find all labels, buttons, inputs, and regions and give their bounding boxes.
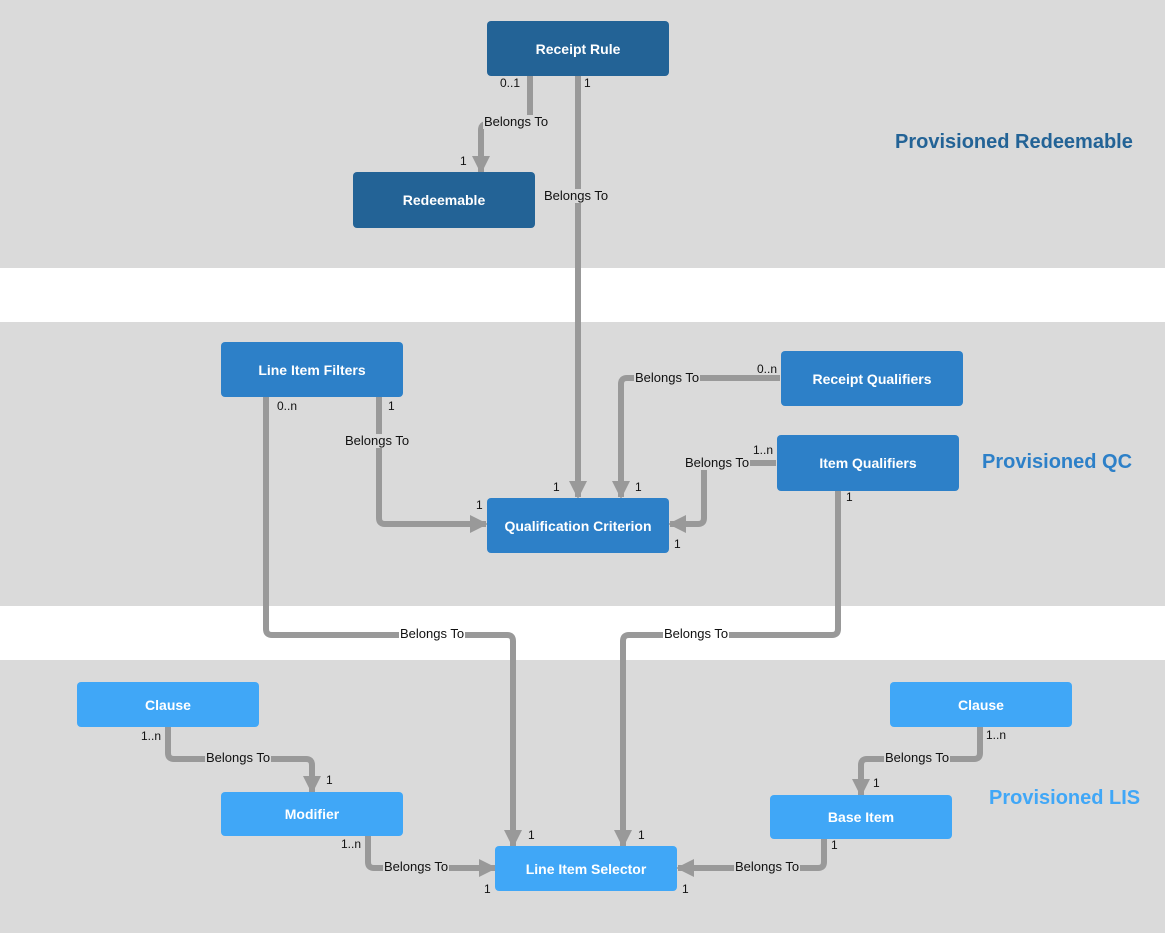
multiplicity-label: 1 xyxy=(873,776,880,790)
relationship-label: Belongs To xyxy=(634,370,701,385)
multiplicity-label: 0..n xyxy=(757,362,778,376)
relationship-label: Belongs To xyxy=(483,114,550,129)
entity-item-qualifiers: Item Qualifiers xyxy=(777,435,959,491)
section-title-provisioned-redeemable: Provisioned Redeemable xyxy=(895,131,1133,153)
connector-item-qualifiers-to-line-item-selector xyxy=(614,491,841,848)
relationship-label: Belongs To xyxy=(399,626,466,641)
entity-clause-right: Clause xyxy=(890,682,1072,727)
multiplicity-label: 1 xyxy=(831,838,838,852)
multiplicity-label: 1..n xyxy=(341,837,362,851)
relationship-label: Belongs To xyxy=(684,455,751,470)
entity-clause-left: Clause xyxy=(77,682,259,727)
multiplicity-label: 1..n xyxy=(141,729,162,743)
relationship-label: Belongs To xyxy=(344,433,411,448)
multiplicity-label: 1..n xyxy=(753,443,774,457)
entity-redeemable: Redeemable xyxy=(353,172,535,228)
relationship-label: Belongs To xyxy=(663,626,730,641)
multiplicity-label: 1 xyxy=(460,154,467,168)
multiplicity-label: 1 xyxy=(553,480,560,494)
entity-receipt-qualifiers: Receipt Qualifiers xyxy=(781,351,963,406)
relationship-label: Belongs To xyxy=(734,859,801,874)
entity-qualification-criterion: Qualification Criterion xyxy=(487,498,669,553)
relationship-label: Belongs To xyxy=(543,188,610,203)
connector-item-qualifiers-to-qualification-criterion xyxy=(668,460,776,533)
entity-line-item-selector: Line Item Selector xyxy=(495,846,677,891)
multiplicity-label: 1 xyxy=(682,882,689,896)
entity-receipt-rule: Receipt Rule xyxy=(487,21,669,76)
connector-line-item-filters-to-line-item-selector xyxy=(263,397,522,848)
entity-line-item-filters: Line Item Filters xyxy=(221,342,403,397)
multiplicity-label: 1 xyxy=(635,480,642,494)
connector-line-item-filters-to-qualification-criterion xyxy=(376,397,488,533)
multiplicity-label: 0..1 xyxy=(500,76,521,90)
multiplicity-label: 1 xyxy=(484,882,491,896)
multiplicity-label: 1 xyxy=(388,399,395,413)
section-title-provisioned-qc: Provisioned QC xyxy=(982,451,1133,473)
connector-receipt-qualifiers-to-qualification-criterion xyxy=(612,375,780,499)
multiplicity-label: 1 xyxy=(476,498,483,512)
relationship-label: Belongs To xyxy=(383,859,450,874)
connector-modifier-to-line-item-selector xyxy=(365,836,497,877)
band-provisioned-qc xyxy=(0,322,1165,606)
multiplicity-label: 1 xyxy=(638,828,645,842)
multiplicity-label: 1 xyxy=(846,490,853,504)
section-title-provisioned-lis: Provisioned LIS xyxy=(989,787,1141,809)
entity-base-item: Base Item xyxy=(770,795,952,839)
connector-base-item-to-line-item-selector xyxy=(676,839,827,877)
multiplicity-label: 1 xyxy=(528,828,535,842)
multiplicity-label: 1 xyxy=(584,76,591,90)
relationship-label: Belongs To xyxy=(205,750,272,765)
multiplicity-label: 1 xyxy=(674,537,681,551)
multiplicity-label: 0..n xyxy=(277,399,298,413)
multiplicity-label: 1..n xyxy=(986,728,1007,742)
entity-modifier: Modifier xyxy=(221,792,403,836)
multiplicity-label: 1 xyxy=(326,773,333,787)
relationship-label: Belongs To xyxy=(884,750,951,765)
